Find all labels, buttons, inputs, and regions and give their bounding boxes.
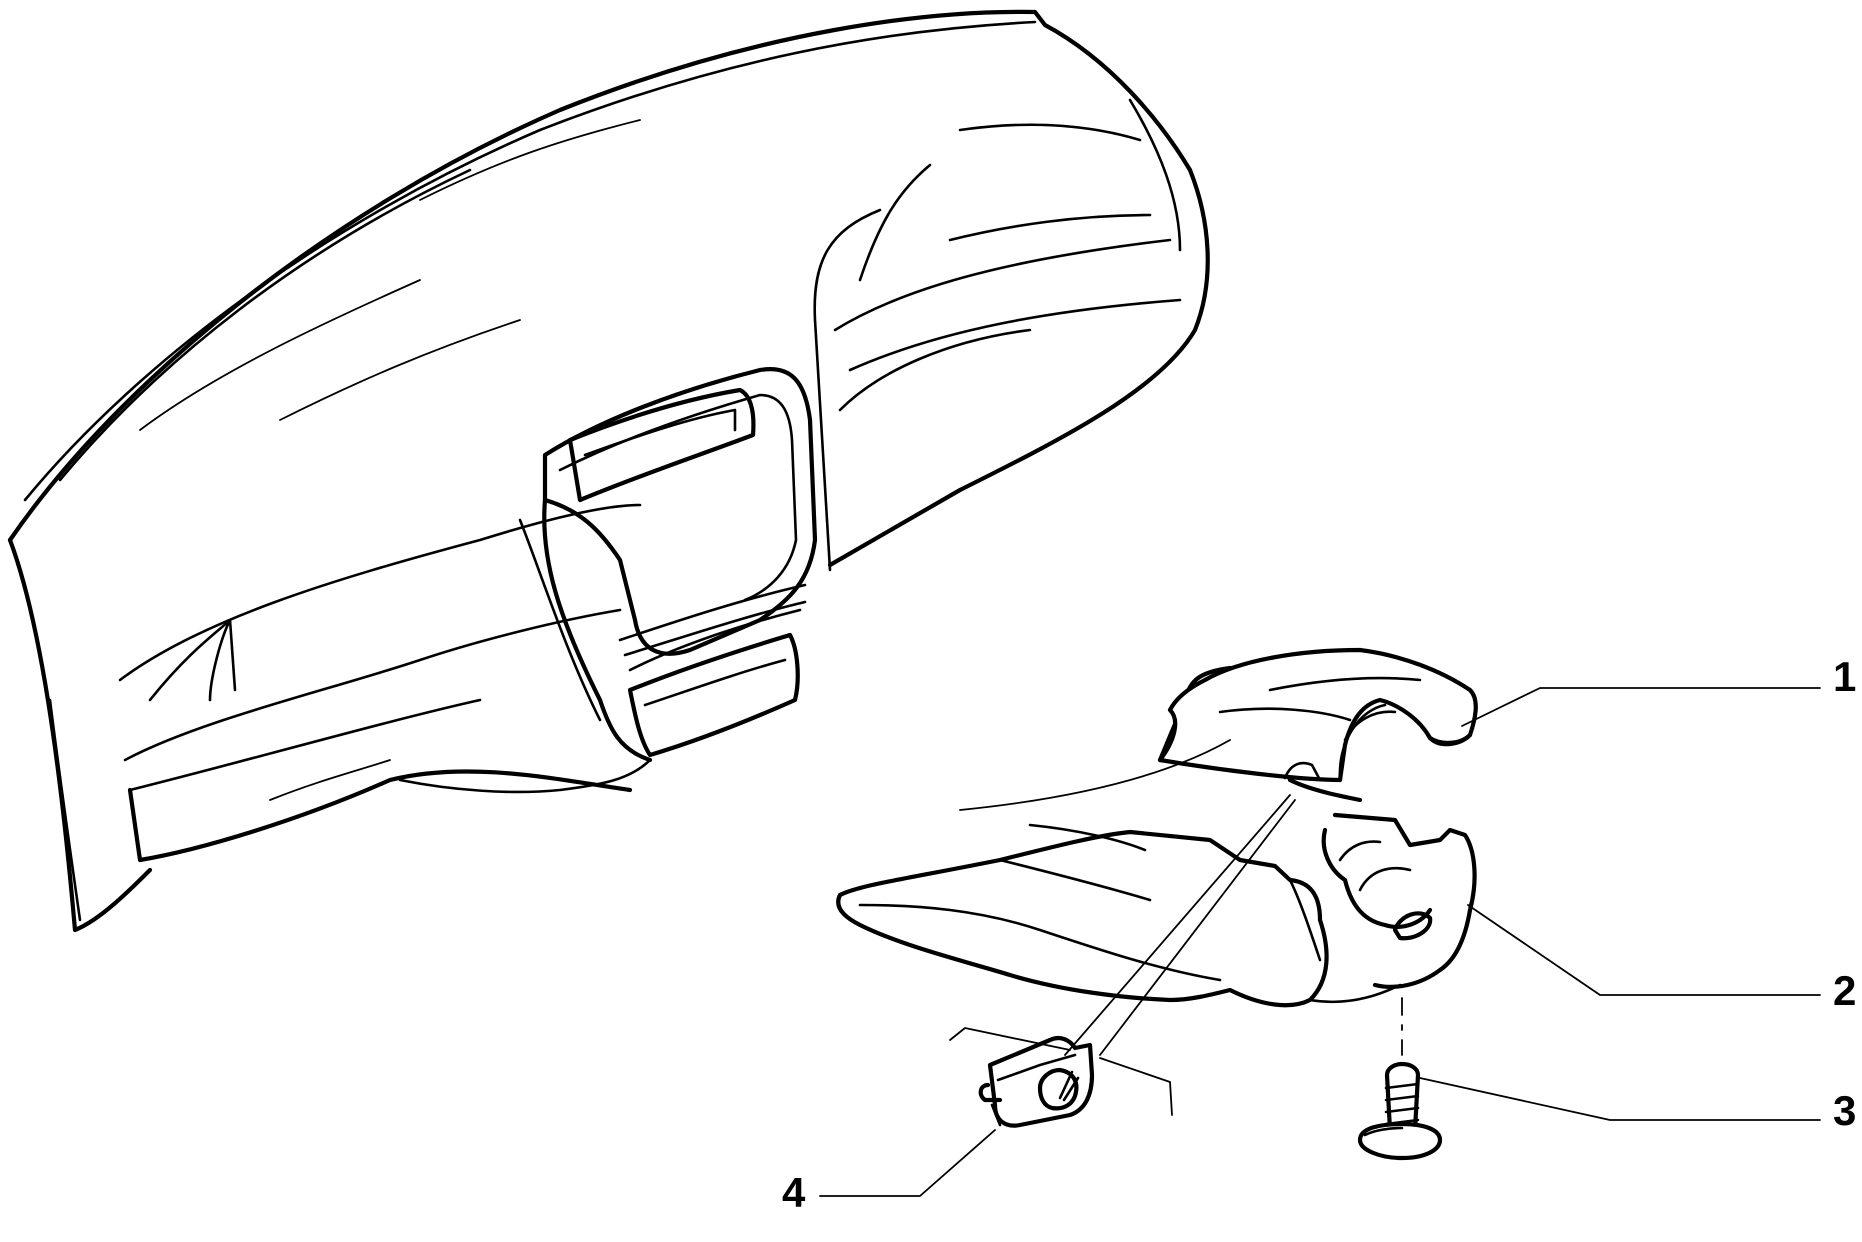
part-4-clip-nut xyxy=(978,1035,1095,1128)
part-2-lower-column-shroud xyxy=(836,812,1477,1008)
leader-1 xyxy=(1461,687,1821,727)
callout-leaders xyxy=(819,687,1821,1197)
callout-label-4: 4 xyxy=(782,1169,806,1216)
part-3-screw xyxy=(1357,997,1443,1161)
assembly-lines xyxy=(949,739,1296,1116)
leader-2 xyxy=(1467,904,1821,996)
dashboard-assembly xyxy=(7,9,1210,933)
callout-label-3: 3 xyxy=(1833,1087,1857,1134)
leader-4 xyxy=(819,1129,996,1197)
part-1-upper-column-shroud xyxy=(1157,647,1478,803)
callout-label-2: 2 xyxy=(1833,967,1857,1014)
leader-3 xyxy=(1419,1077,1821,1121)
callout-label-1: 1 xyxy=(1833,653,1857,700)
